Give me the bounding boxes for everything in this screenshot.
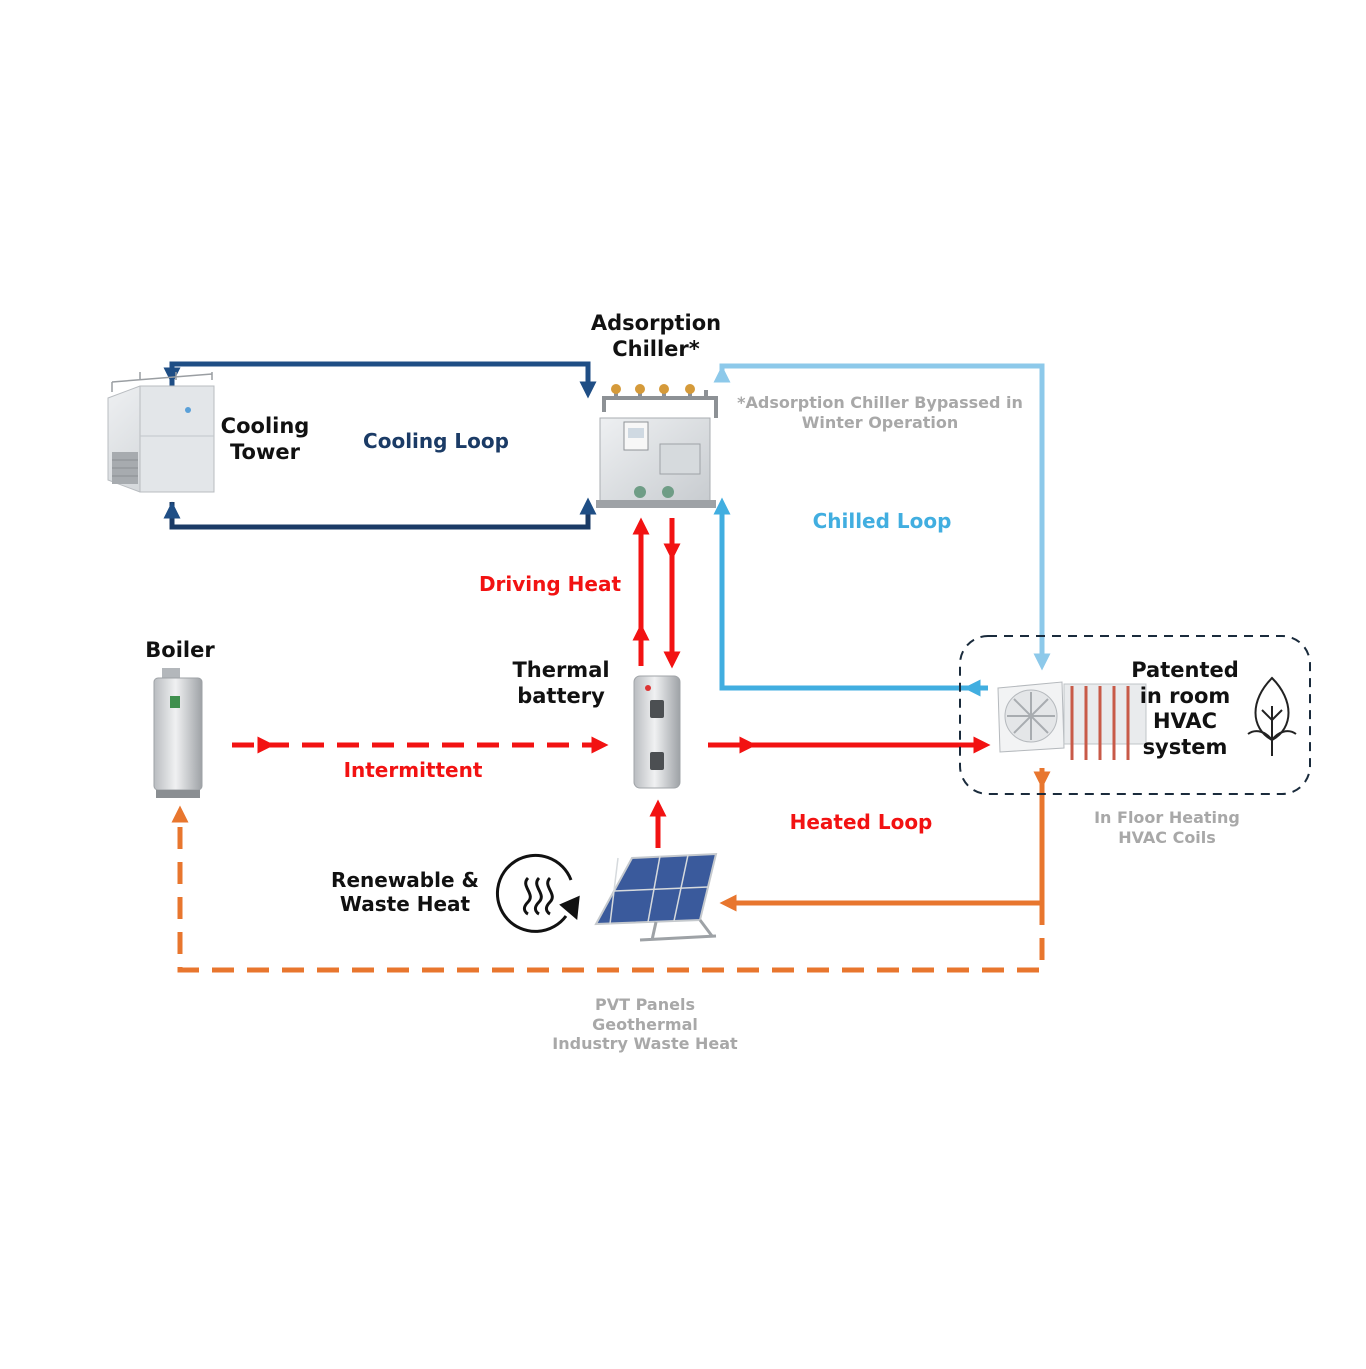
return-loop (171, 768, 1051, 973)
hvac-types-note: In Floor Heating HVAC Coils (1094, 808, 1240, 847)
intermittent-label: Intermittent (343, 758, 483, 782)
thermal-battery-label: Thermal battery (512, 658, 610, 708)
heat-sources-note: PVT Panels Geothermal Industry Waste Hea… (552, 995, 738, 1054)
cooling-loop-top-line (169, 361, 597, 399)
solar-panel-icon (594, 852, 718, 942)
chilled-loop-label: Chilled Loop (812, 509, 952, 533)
adsorption-chiller-icon (596, 384, 718, 508)
return-dashed (171, 805, 1045, 973)
heated-loop-label: Heated Loop (789, 810, 933, 834)
cooling-tower-icon (107, 372, 215, 493)
chilled-return-line (713, 497, 988, 691)
return-solid (719, 768, 1045, 912)
boiler-icon (153, 668, 203, 798)
renewable-heat-label: Renewable & Waste Heat (331, 868, 479, 917)
driving-heat-label: Driving Heat (478, 572, 622, 596)
water-heater-icon (633, 675, 681, 789)
hvac-system-label: Patented in room HVAC system (1131, 658, 1239, 759)
driving-heat-lines (632, 517, 681, 669)
leaf-icon (1247, 676, 1297, 756)
heated-loop (649, 736, 991, 848)
cooling-loop (163, 361, 597, 530)
cooling-loop-label: Cooling Loop (363, 429, 509, 453)
cooling-tower-label: Cooling Tower (220, 414, 310, 464)
heat-cycle-icon (495, 853, 580, 933)
bypass-note: *Adsorption Chiller Bypassed in Winter O… (737, 393, 1023, 432)
hvac-group-box (959, 635, 1311, 795)
cooling-loop-bottom-line (169, 497, 597, 530)
chilled-loop (713, 363, 1051, 697)
boiler-label: Boiler (145, 638, 215, 662)
hvac-unit-icon (997, 681, 1147, 760)
adsorption-chiller-label: Adsorption Chiller* (590, 311, 722, 361)
